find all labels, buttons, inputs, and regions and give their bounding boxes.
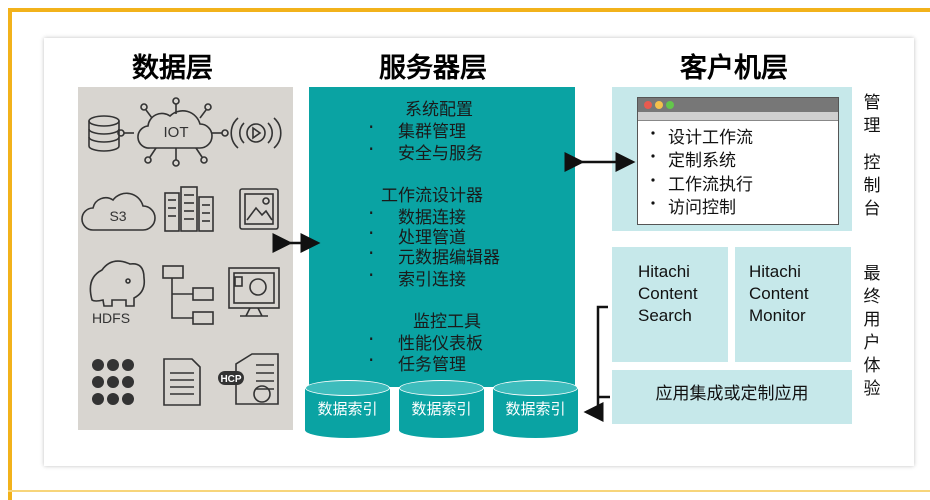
window-tab-strip [638, 112, 838, 121]
hdfs-elephant-icon [89, 260, 146, 307]
index-cylinder: 数据索引 [399, 380, 484, 438]
folder-tree-icon [162, 265, 214, 325]
client-layer-heading: 客户机层 [680, 53, 788, 84]
console-window-icon [637, 97, 839, 225]
index-cylinder: 数据索引 [305, 380, 390, 438]
system-config-title: 系统配置 [405, 100, 473, 120]
side-char: 最 [863, 264, 881, 284]
side-char: 用 [863, 310, 881, 330]
window-title-bar [638, 98, 838, 112]
console-item: 访问控制 [668, 198, 736, 218]
console-item: 工作流执行 [668, 175, 753, 195]
hdfs-label: HDFS [92, 310, 130, 326]
index-label: 数据索引 [411, 400, 472, 418]
config-item: 集群管理 [368, 115, 466, 142]
custom-app-box: 应用集成或定制应用 [612, 370, 852, 424]
document-icon [163, 358, 201, 406]
window-dot-yellow [655, 101, 663, 109]
monitor-box-line: Monitor [749, 306, 806, 325]
s3-cloud-icon [81, 192, 156, 231]
side-char: 制 [863, 176, 881, 196]
search-box-line: Search [638, 306, 692, 325]
index-label: 数据索引 [317, 400, 378, 418]
s3-label: S3 [109, 208, 126, 224]
side-char: 控 [863, 153, 881, 173]
frame-bottom-border [8, 490, 930, 492]
iot-label: IOT [164, 124, 189, 141]
side-char: 终 [863, 287, 881, 307]
server-rack-icon [164, 186, 214, 232]
content-monitor-box: Hitachi Content Monitor [735, 247, 851, 362]
iot-cloud-icon [117, 97, 229, 167]
index-label: 数据索引 [505, 400, 566, 418]
hcp-label: HCP [220, 374, 241, 385]
monitor-item: 任务管理 [368, 348, 466, 375]
medical-monitor-icon [228, 267, 280, 317]
monitor-tools-title: 监控工具 [413, 312, 481, 332]
console-item: 设计工作流 [668, 128, 753, 148]
side-char: 理 [863, 116, 881, 136]
monitor-box-line: Content [749, 284, 809, 303]
workflow-item: 元数据编辑器 [368, 241, 500, 268]
window-dot-green [666, 101, 674, 109]
streaming-play-icon [230, 117, 282, 149]
side-char: 台 [863, 199, 881, 219]
social-media-icons [92, 359, 134, 405]
end-user-side-label: 最 终 用 户 体 验 [862, 263, 882, 401]
workflow-designer-title: 工作流设计器 [381, 186, 483, 206]
console-side-label: 管 理 控 制 台 [862, 92, 882, 221]
index-cylinder: 数据索引 [493, 380, 578, 438]
monitor-item: 性能仪表板 [368, 327, 483, 354]
side-char: 体 [863, 356, 881, 376]
workflow-item: 索引连接 [368, 263, 466, 290]
image-icon [239, 188, 279, 230]
frame-top-border [8, 8, 930, 12]
config-item: 安全与服务 [368, 137, 483, 164]
frame-left-border [8, 8, 12, 500]
server-layer-heading: 服务器层 [379, 53, 487, 84]
search-index-arrow [583, 305, 608, 422]
search-box-line: Content [638, 284, 698, 303]
side-char: 户 [863, 333, 881, 353]
window-dot-red [644, 101, 652, 109]
console-item: 定制系统 [668, 151, 736, 171]
database-icon [88, 115, 120, 152]
side-char: 管 [863, 93, 881, 113]
hcp-server-icon [235, 353, 279, 405]
content-search-box: Hitachi Content Search [612, 247, 728, 362]
search-box-line: Hitachi [638, 262, 690, 281]
data-layer-heading: 数据层 [132, 53, 213, 84]
side-char: 验 [863, 379, 881, 399]
monitor-box-line: Hitachi [749, 262, 801, 281]
